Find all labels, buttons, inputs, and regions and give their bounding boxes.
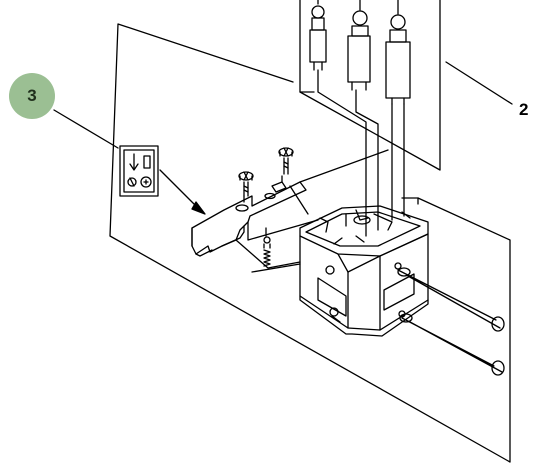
- rod-upper: [397, 267, 505, 332]
- guide-lines: [299, 69, 405, 237]
- pin-middle: [347, 10, 371, 91]
- pin-right: [385, 14, 411, 105]
- screw-right: [278, 147, 294, 175]
- leader-2: [445, 61, 513, 105]
- upper-panel: [299, 0, 441, 171]
- warning-label: [119, 145, 159, 197]
- step-number-badge: 3: [9, 73, 55, 119]
- latch-bracket: [191, 175, 307, 257]
- rod-lower: [399, 313, 505, 376]
- label-arrow: [159, 169, 201, 211]
- main-panel: [109, 23, 511, 463]
- leader-3: [53, 109, 119, 149]
- spring: [263, 236, 271, 267]
- switch-housing: [299, 205, 429, 337]
- assembly-callout-label: 2: [519, 100, 529, 119]
- screw-left: [238, 171, 254, 197]
- pin-left: [309, 5, 327, 71]
